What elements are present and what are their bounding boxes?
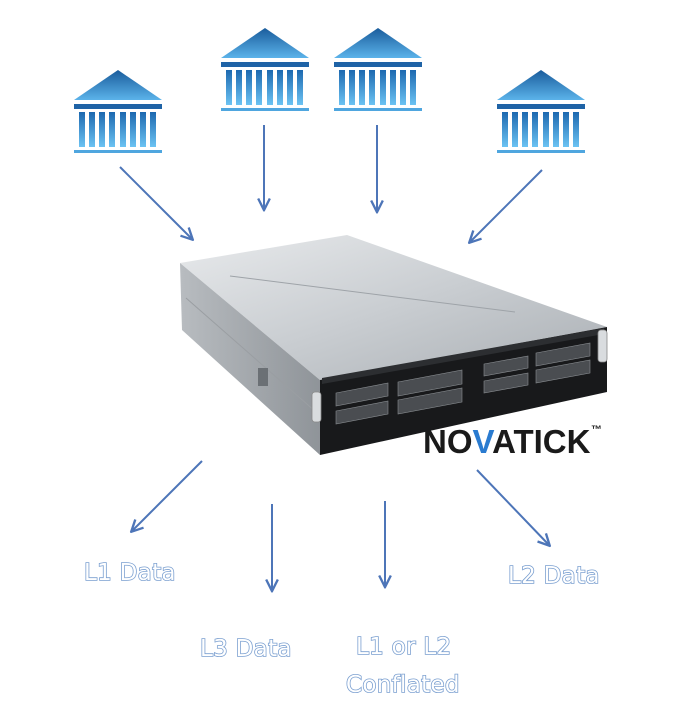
server-appliance <box>180 235 608 455</box>
outbound-arrow <box>132 460 203 531</box>
output-label-conflated-line1: L1 or L2 <box>356 634 451 660</box>
exchange-building-icon <box>221 28 309 111</box>
exchange-building-icon <box>334 28 422 111</box>
output-label-conflated-line2: Conflated <box>346 672 460 698</box>
exchange-building-icon <box>497 70 585 153</box>
output-label-l1: L1 Data <box>84 560 176 586</box>
outbound-arrow <box>476 469 549 545</box>
brand-logo: NOVATICK <box>423 423 591 460</box>
output-label-l2: L2 Data <box>508 563 600 589</box>
output-label-l3: L3 Data <box>200 636 292 662</box>
inbound-arrow <box>470 169 543 242</box>
inbound-arrow <box>119 166 192 239</box>
exchange-building-icon <box>74 70 162 153</box>
brand-trademark: ™ <box>591 424 602 436</box>
